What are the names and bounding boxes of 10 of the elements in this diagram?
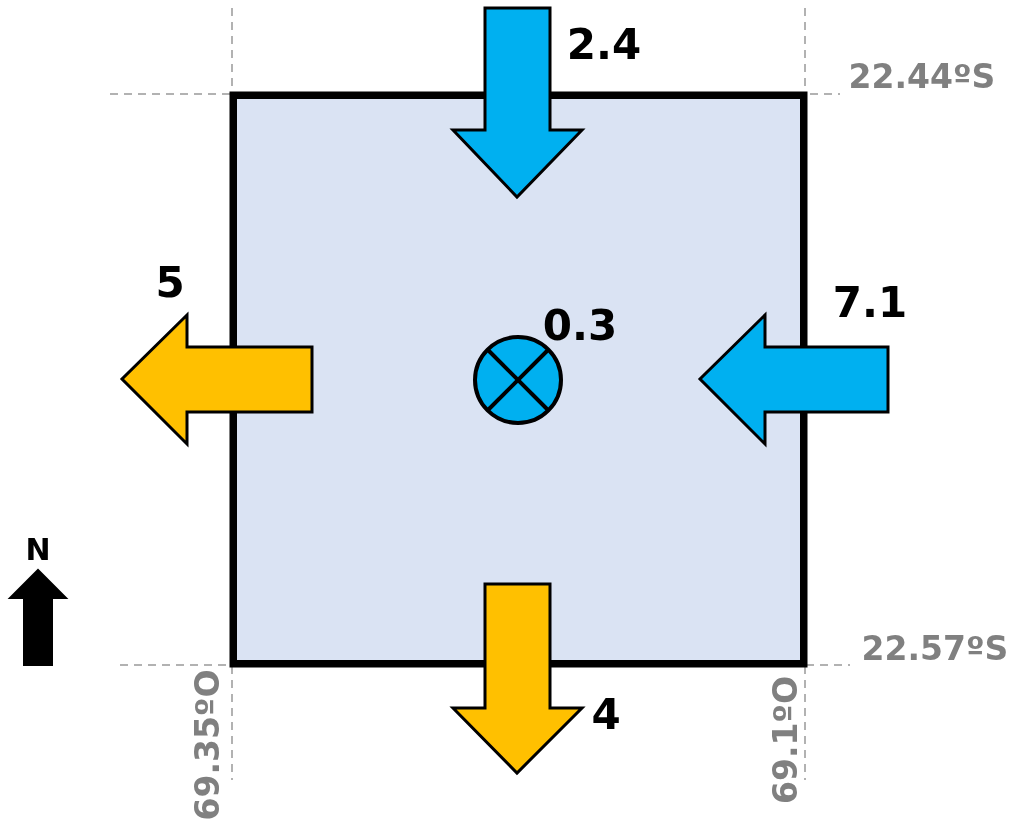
flux-value: 4 bbox=[591, 694, 621, 736]
longitude-label: 69.1ºO bbox=[768, 675, 802, 805]
flux-value: 0.3 bbox=[542, 305, 618, 347]
flux-value: 2.4 bbox=[566, 24, 642, 66]
north-label: N bbox=[25, 535, 51, 565]
latitude-label: 22.44ºS bbox=[848, 59, 996, 93]
flux-value: 7.1 bbox=[832, 282, 908, 324]
longitude-label: 69.35ºO bbox=[190, 669, 224, 821]
flux-value: 5 bbox=[155, 262, 185, 304]
latitude-label: 22.57ºS bbox=[861, 631, 1009, 665]
